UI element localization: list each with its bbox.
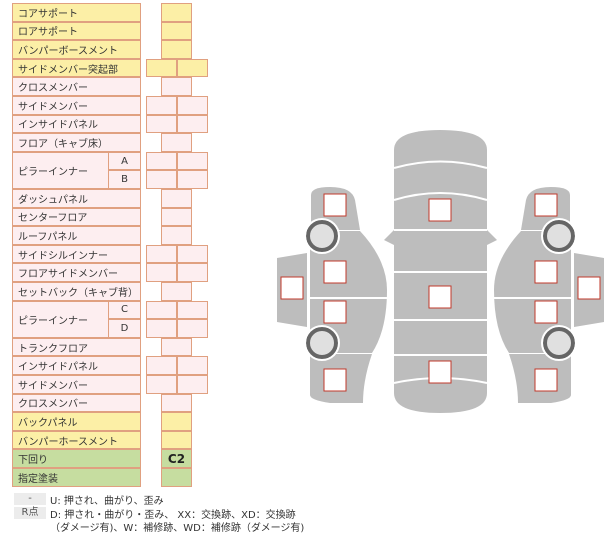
rating-cell [146,244,177,264]
rating-cell [146,319,177,338]
rating-cell [177,114,208,134]
legend-text-3: （ダメージ有)、W：補修跡、WD：補修跡（ダメージ有) [50,523,305,534]
rating-cell [161,337,192,357]
rating-cell [177,300,208,320]
rating-cell [177,375,208,394]
row-label: サイドメンバー [12,375,141,394]
row-label: クロスメンバー [12,393,141,413]
wheel-icon [306,327,338,359]
row-label: ロアサポート [12,21,141,41]
rating-cell [177,263,208,282]
wheel-icon [543,220,575,252]
rating-cell [146,356,177,375]
row-label: サイドメンバー [12,96,141,115]
damage-marker-box[interactable] [534,368,558,392]
rating-cell [177,151,208,171]
row-label: サイドシルインナー [12,244,141,264]
row-label: インサイドパネル [12,114,141,134]
rating-cell [177,319,208,338]
row-sub-label: A [108,151,141,171]
row-sub-label: D [108,319,141,338]
row-label: ルーフパネル [12,226,141,245]
damage-marker-box[interactable] [280,276,304,300]
damage-marker-box[interactable] [323,368,347,392]
rating-cell [146,375,177,394]
row-label: セットバック（キャブ背） [12,282,141,301]
wheel-icon [306,220,338,252]
damage-marker-box[interactable] [428,285,452,309]
rating-cell [146,114,177,134]
row-label: クロスメンバー [12,77,141,96]
damage-marker-box[interactable] [428,360,452,384]
damage-marker-box[interactable] [323,193,347,217]
wheel-icon [543,327,575,359]
rating-cell [161,189,192,208]
row-sub-label: C [108,300,141,320]
rating-cell [161,430,192,450]
row-label: センターフロア [12,207,141,227]
legend-tag-r: R点 [14,507,46,519]
legend-tag-dash: - [14,493,46,505]
row-label: ダッシュパネル [12,189,141,208]
rating-cell [161,77,192,96]
row-label: 指定塗装 [12,468,141,487]
rating-cell: C2 [161,449,192,468]
rating-cell [161,207,192,227]
row-label: 下回り [12,449,141,468]
row-label: インサイドパネル [12,356,141,375]
row-label: バンパーボースメント [12,40,141,59]
row-label: バックパネル [12,412,141,431]
row-sub-label: B [108,170,141,189]
damage-marker-box[interactable] [577,276,601,300]
rating-cell [177,170,208,189]
row-label: コアサポート [12,3,141,22]
damage-marker-box[interactable] [534,300,558,324]
damage-marker-box[interactable] [323,260,347,284]
rating-cell [161,226,192,245]
damage-marker-box[interactable] [534,193,558,217]
damage-marker-box[interactable] [534,260,558,284]
rating-cell [146,170,177,189]
rating-cell [161,21,192,41]
row-label: フロア（キャブ床） [12,133,141,152]
rating-cell [161,412,192,431]
damage-marker-box[interactable] [428,198,452,222]
rating-cell [161,468,192,487]
row-label: サイドメンバー突起部 [12,58,141,78]
rating-cell [161,133,192,152]
rating-cell [161,3,192,22]
rating-cell [177,356,208,375]
rating-cell [161,40,192,59]
rating-cell [177,96,208,115]
rating-cell [146,300,177,320]
rating-cell [161,282,192,301]
rating-cell [146,263,177,282]
rating-cell [146,96,177,115]
legend-text-2: D: 押され・曲がり・歪み、 XX：交換跡、XD：交換跡 [50,510,296,521]
row-label: フロアサイドメンバー [12,263,141,282]
rating-cell [146,58,177,78]
rating-cell [177,244,208,264]
rating-cell [161,393,192,413]
row-label: トランクフロア [12,337,141,357]
rating-cell [146,151,177,171]
rating-cell [177,58,208,78]
damage-marker-box[interactable] [323,300,347,324]
legend-text-1: U: 押され、曲がり、歪み [50,496,164,507]
row-label: バンパーホースメント [12,430,141,450]
